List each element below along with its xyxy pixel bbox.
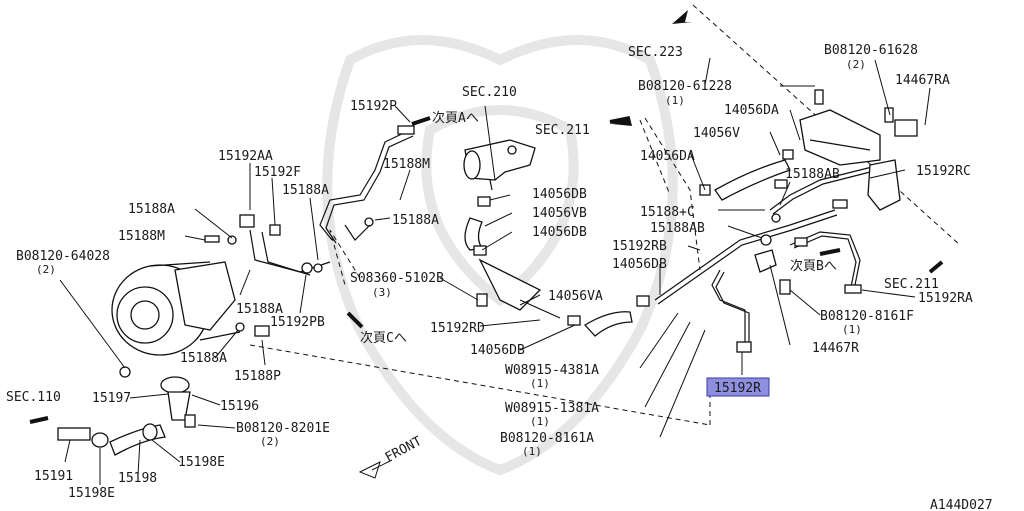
- label-15198: 15198: [118, 471, 157, 486]
- label-15188A-c: 15188A: [128, 202, 175, 217]
- label-sec110: SEC.110: [6, 390, 61, 405]
- label-s5102B-qty: (3): [372, 286, 392, 299]
- pipe-15192P: [319, 125, 415, 244]
- label-14056VA: 14056VA: [548, 289, 603, 304]
- label-sec211-a: SEC.211: [535, 123, 590, 138]
- label-b61628: B08120-61628: [824, 43, 918, 58]
- label-15192R[interactable]: 15192R: [714, 381, 761, 396]
- label-next-B: 次頁Bへ: [790, 258, 837, 274]
- label-15188M-b: 15188M: [118, 229, 165, 244]
- label-14056DB-c: 14056DB: [470, 343, 525, 358]
- label-15188C: 15188+C: [640, 205, 695, 220]
- label-next-C: 次頁Cへ: [360, 330, 407, 346]
- label-b64028-qty: (2): [36, 263, 56, 276]
- label-b61228-qty: (1): [665, 94, 685, 107]
- label-15198E-b: 15198E: [68, 486, 115, 501]
- label-b61628-qty: (2): [846, 58, 866, 71]
- label-b61228: B08120-61228: [638, 79, 732, 94]
- label-front: FRONT: [383, 434, 425, 466]
- label-b8201E: B08120-8201E: [236, 421, 330, 436]
- label-14467RA: 14467RA: [895, 73, 950, 88]
- turbocharger: [111, 261, 241, 356]
- label-15188AB-b: 15188AB: [650, 221, 705, 236]
- lower-oil-return: [57, 366, 196, 456]
- label-14056DB-a: 14056DB: [532, 187, 587, 202]
- watermark-emblem: [322, 35, 678, 476]
- label-15192PB: 15192PB: [270, 315, 325, 330]
- label-15197: 15197: [92, 391, 131, 406]
- upper-right-assembly: [699, 89, 918, 211]
- label-15192RA: 15192RA: [918, 291, 973, 306]
- hoses-center: [464, 196, 650, 337]
- label-14056DB-r: 14056DB: [612, 257, 667, 272]
- arrows: [29, 10, 944, 479]
- label-sec211-b: SEC.211: [884, 277, 939, 292]
- label-14056DA-b: 14056DA: [640, 149, 695, 164]
- label-b8161A-qty: (1): [522, 445, 542, 458]
- label-w1381A-qty: (1): [530, 415, 550, 428]
- label-15188A-b: 15188A: [282, 183, 329, 198]
- air-inlet-duct: [463, 139, 536, 191]
- label-15188A-a: 15188A: [392, 213, 439, 228]
- leader-lines: [59, 57, 931, 485]
- left-oil-pipes: [204, 214, 331, 337]
- label-15188M-a: 15188M: [383, 157, 430, 172]
- label-15191: 15191: [34, 469, 73, 484]
- diagram-id: A144D027: [930, 498, 993, 511]
- label-15188P: 15188P: [234, 369, 281, 384]
- label-14056DA-a: 14056DA: [724, 103, 779, 118]
- label-sec223: SEC.223: [628, 45, 683, 60]
- label-14056VB: 14056VB: [532, 206, 587, 221]
- label-15188A-e: 15188A: [236, 302, 283, 317]
- dashed-boundaries: [249, 4, 961, 426]
- label-s5102B: S08360-5102B: [350, 271, 444, 286]
- label-w4381A-qty: (1): [530, 377, 550, 390]
- label-15198E-a: 15198E: [178, 455, 225, 470]
- label-w4381A: W08915-4381A: [505, 363, 599, 378]
- label-15192F: 15192F: [254, 165, 301, 180]
- label-b8161A: B08120-8161A: [500, 431, 594, 446]
- label-w1381A: W08915-1381A: [505, 401, 599, 416]
- label-next-A: 次頁Aへ: [432, 110, 479, 126]
- part-labels: SEC.223 SEC.210 SEC.211 SEC.211 SEC.110 …: [6, 43, 993, 511]
- highlighted-part-box[interactable]: [706, 377, 770, 397]
- right-pipes: [654, 164, 883, 353]
- label-15192AA: 15192AA: [218, 149, 273, 164]
- label-15192RB: 15192RB: [612, 239, 667, 254]
- label-15188A-f: 15188A: [180, 351, 227, 366]
- label-b8161F-qty: (1): [842, 323, 862, 336]
- label-b8161F: B08120-8161F: [820, 309, 914, 324]
- label-14056V: 14056V: [693, 126, 740, 141]
- label-15196: 15196: [220, 399, 259, 414]
- label-sec210: SEC.210: [462, 85, 517, 100]
- label-14467R: 14467R: [812, 341, 859, 356]
- label-b64028: B08120-64028: [16, 249, 110, 264]
- label-b8201E-qty: (2): [260, 435, 280, 448]
- label-15188AB: 15188AB: [785, 167, 840, 182]
- label-15192RC: 15192RC: [916, 164, 971, 179]
- label-14056DB-b: 14056DB: [532, 225, 587, 240]
- label-15192RD: 15192RD: [430, 321, 485, 336]
- label-15192P: 15192P: [350, 99, 397, 114]
